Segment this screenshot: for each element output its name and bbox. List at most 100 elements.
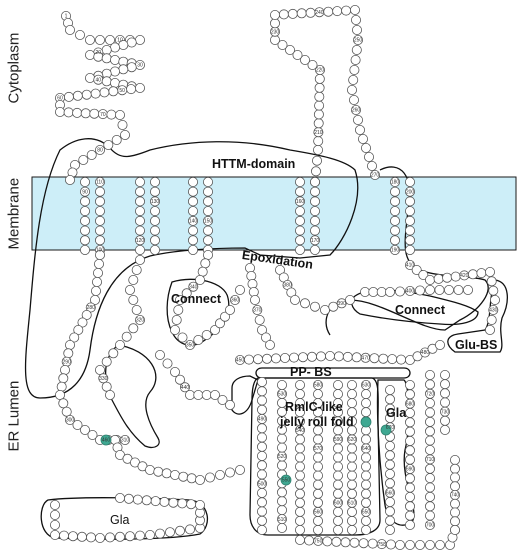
- residue: [449, 481, 460, 492]
- residue: [312, 144, 323, 155]
- residue: [202, 176, 213, 187]
- residue: [384, 286, 395, 297]
- residue: [439, 388, 450, 399]
- residue: [360, 515, 371, 526]
- residue: [187, 176, 198, 187]
- residue: [209, 324, 220, 335]
- residue: [187, 235, 198, 246]
- residue: [95, 215, 106, 226]
- cytoplasm-label: Cytoplasm: [5, 32, 23, 104]
- residue: [357, 133, 368, 144]
- residue: [425, 540, 435, 550]
- residue: [202, 225, 213, 236]
- residue: [389, 215, 400, 226]
- residue: [276, 442, 287, 453]
- residue: [404, 473, 415, 484]
- residue: [234, 464, 245, 475]
- residue-number: 260: [352, 108, 361, 114]
- residue: [294, 515, 305, 526]
- residue-number: 190: [391, 248, 400, 254]
- residue: [332, 452, 343, 463]
- residue-number: 370: [253, 308, 262, 314]
- residue: [173, 304, 184, 315]
- residue: [384, 394, 395, 405]
- residue: [202, 215, 213, 226]
- residue: [149, 215, 160, 226]
- residue: [128, 294, 139, 305]
- residue: [462, 284, 473, 295]
- residue: [360, 398, 371, 409]
- residue: [111, 134, 122, 145]
- residue-number: 660: [386, 490, 395, 496]
- residue: [80, 108, 91, 119]
- residue: [449, 498, 460, 509]
- residue: [110, 42, 121, 53]
- residue: [299, 298, 310, 309]
- residue: [294, 235, 305, 246]
- residue: [314, 65, 325, 76]
- residue-number: 150: [204, 219, 213, 225]
- residue: [484, 266, 495, 277]
- residue: [201, 389, 212, 400]
- residue: [346, 525, 357, 536]
- residue: [312, 470, 323, 481]
- residue-number: 410: [406, 263, 415, 269]
- residue: [184, 339, 195, 350]
- residue: [486, 276, 497, 287]
- residue: [184, 524, 195, 535]
- residue: [60, 364, 71, 375]
- residue: [294, 525, 305, 536]
- residue: [312, 379, 323, 390]
- residue: [404, 235, 415, 246]
- residue-number: 10: [117, 38, 123, 44]
- residue: [101, 53, 112, 64]
- residue: [78, 154, 89, 165]
- residue-number: 590: [334, 437, 343, 443]
- residue: [309, 186, 320, 197]
- residue-number: 530: [278, 392, 287, 398]
- residue: [404, 510, 415, 521]
- residue: [186, 499, 197, 510]
- residue: [149, 186, 160, 197]
- residue: [256, 497, 267, 508]
- residue: [269, 18, 280, 29]
- residue: [424, 510, 435, 521]
- residue-number: 450: [236, 358, 245, 364]
- residue: [149, 206, 160, 217]
- residue: [63, 348, 74, 359]
- residue: [312, 434, 323, 445]
- residue: [120, 129, 131, 140]
- residue: [72, 419, 83, 430]
- residue: [80, 186, 91, 197]
- residue: [194, 474, 205, 485]
- residue-number: 650: [362, 510, 371, 516]
- residue: [342, 351, 353, 362]
- residue: [424, 444, 435, 455]
- residue: [134, 225, 145, 236]
- residue: [128, 323, 139, 334]
- glu-bs-label: Glu-BS: [455, 338, 498, 352]
- residue: [276, 523, 287, 534]
- residue: [311, 155, 322, 166]
- residue: [204, 472, 215, 483]
- residue: [115, 492, 126, 503]
- residue: [224, 399, 235, 410]
- residue: [309, 225, 320, 236]
- residue: [134, 314, 145, 325]
- httm-domain-outline: [24, 138, 359, 399]
- residue: [252, 354, 263, 365]
- residue: [350, 105, 361, 116]
- residue: [294, 443, 305, 454]
- residue: [134, 215, 145, 226]
- residue-number: 290: [63, 359, 72, 365]
- residue: [424, 491, 435, 502]
- residue: [101, 76, 112, 87]
- residue: [332, 6, 343, 17]
- residue: [80, 206, 91, 217]
- residue: [65, 414, 76, 425]
- highlighted-residue-460: [100, 434, 112, 446]
- residue: [187, 206, 198, 217]
- residue: [404, 520, 415, 531]
- residue: [94, 258, 105, 269]
